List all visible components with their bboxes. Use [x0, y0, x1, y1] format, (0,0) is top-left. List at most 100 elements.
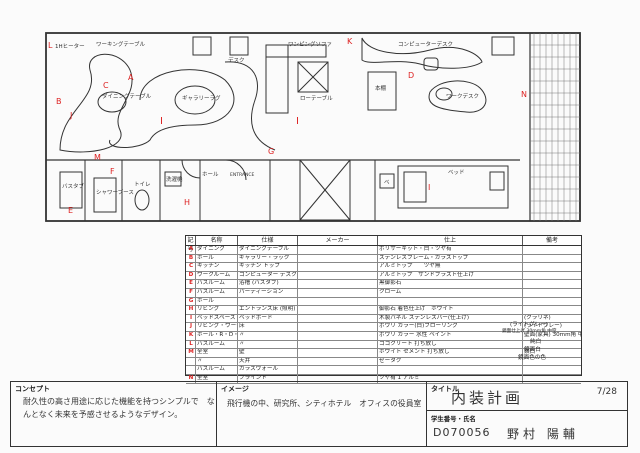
row-maker	[298, 263, 378, 271]
label-dining-table: ダイニングテーブル	[102, 92, 152, 100]
row-symbol: H	[186, 306, 196, 314]
row-spec: ガラスウォール	[238, 366, 298, 374]
row-name: ダイニング	[196, 246, 238, 254]
marker-g: G	[268, 147, 274, 156]
table-row: バスルームガラスウォール	[186, 366, 581, 375]
row-name: 全室	[196, 374, 238, 383]
student-name: 野村 陽輔	[507, 427, 579, 441]
marker-i: I	[428, 183, 430, 192]
row-symbol: G	[186, 297, 196, 306]
concept-box: コンセプト 耐久性の高さ用途に応じた機能を持つシンプルで なんとなく未来を予感さ…	[10, 381, 217, 447]
row-name: バスルーム	[196, 340, 238, 349]
row-finish: クローム	[378, 288, 523, 297]
row-spec: ベッドボード	[238, 314, 298, 323]
row-symbol: N	[186, 374, 196, 383]
row-symbol: K	[186, 331, 196, 340]
row-finish: ゼータク	[378, 357, 523, 366]
row-finish: ポリサーキット・白・ツヤ有	[378, 246, 523, 254]
marker-d: D	[408, 71, 414, 80]
row-maker	[298, 246, 378, 254]
row-note	[523, 246, 581, 254]
marker-roman-2: I	[296, 116, 299, 127]
student-label: 学生番号・氏名	[431, 415, 476, 423]
label-work-desk: ワークデスク	[446, 92, 479, 100]
row-spec: パーティーション	[238, 288, 298, 297]
row-maker	[298, 340, 378, 349]
row-maker	[298, 254, 378, 263]
row-symbol	[186, 357, 196, 366]
label-washer: 洗濯機	[166, 175, 183, 183]
row-finish	[378, 366, 523, 374]
row-maker	[298, 306, 378, 314]
label-bed: ベッド	[448, 169, 465, 176]
row-name: リビング	[196, 306, 238, 314]
label-garage-rug: ギャラリーラグ	[182, 94, 221, 102]
row-symbol: C	[186, 263, 196, 271]
row-note	[523, 366, 581, 374]
extra-note-shiro: 純白	[530, 339, 542, 345]
label-toilet: トイレ	[134, 182, 151, 188]
row-symbol: D	[186, 271, 196, 280]
row-note	[523, 272, 581, 280]
concept-label: コンセプト	[15, 385, 50, 393]
row-spec: 浴槽 (バスタブ)	[238, 280, 298, 288]
row-maker	[298, 288, 378, 297]
row-spec: ギャラリー・ラック	[238, 254, 298, 263]
row-maker	[298, 349, 378, 357]
student-id: D070056	[433, 426, 491, 439]
row-finish: ボウリ カラー 水性 ペイント	[378, 331, 523, 340]
label-hall: ホール	[202, 171, 219, 178]
row-maker	[298, 331, 378, 340]
header-note: 備考	[545, 237, 558, 244]
marker-j: J	[69, 111, 72, 120]
header-name: 名称	[196, 236, 238, 245]
marker-c: C	[103, 81, 109, 90]
row-finish: ボウリ カラー(白)フローリング	[378, 323, 523, 331]
row-note: 壁面(家具) 30mm角 中空	[524, 331, 581, 338]
row-spec: 〃	[238, 331, 298, 340]
row-name: ワークルーム	[196, 271, 238, 280]
image-box: イメージ 飛行機の中、研究所、シティホテル オフィスの役員室	[217, 381, 427, 447]
row-spec: エントランス床 (照明)	[238, 306, 298, 314]
marker-f: F	[110, 167, 115, 176]
row-symbol: I	[186, 314, 196, 323]
row-spec: 〃	[238, 340, 298, 349]
row-maker	[298, 366, 378, 374]
row-maker	[298, 357, 378, 366]
table-header: 記号 名称 仕様 メーカー 仕上 備考	[186, 236, 581, 253]
row-finish: アルミトップ サンドブラスト仕上げ	[378, 271, 523, 280]
marker-m: M	[94, 153, 101, 162]
row-name: 全室	[196, 349, 238, 357]
label-bed-caption: ベ	[384, 179, 390, 186]
row-note: 鉄白	[524, 349, 536, 356]
row-symbol: A	[186, 246, 196, 254]
row-note: (ライトグレー)	[524, 323, 562, 330]
floor-plan: 1Hヒーター ワーキングテーブル ダイニングテーブル ギャラリーラグ デスク ワ…	[45, 32, 581, 222]
marker-e: E	[68, 206, 73, 215]
row-note	[523, 289, 581, 297]
row-spec: 床	[238, 323, 298, 331]
row-name: ホール・R・D・K	[197, 331, 238, 340]
row-finish: 御影石 着色仕上げ ホワイト	[378, 306, 523, 314]
title-divider	[427, 410, 627, 411]
row-name: ホール	[196, 297, 238, 306]
label-working-table: ワーキングテーブル	[96, 40, 146, 48]
row-maker	[298, 314, 378, 323]
header-finish: 仕上	[378, 236, 523, 245]
label-entrance: ENTRANCE	[230, 172, 254, 178]
row-symbol: F	[186, 288, 196, 297]
label-bath: バスタブ	[62, 182, 85, 190]
row-finish: ステンレスフレーム・ガラストップ	[378, 254, 523, 263]
row-note	[523, 306, 581, 314]
header-maker: メーカー	[298, 236, 378, 245]
row-maker	[298, 323, 378, 331]
marker-n: N	[521, 90, 527, 99]
row-note	[523, 298, 581, 306]
